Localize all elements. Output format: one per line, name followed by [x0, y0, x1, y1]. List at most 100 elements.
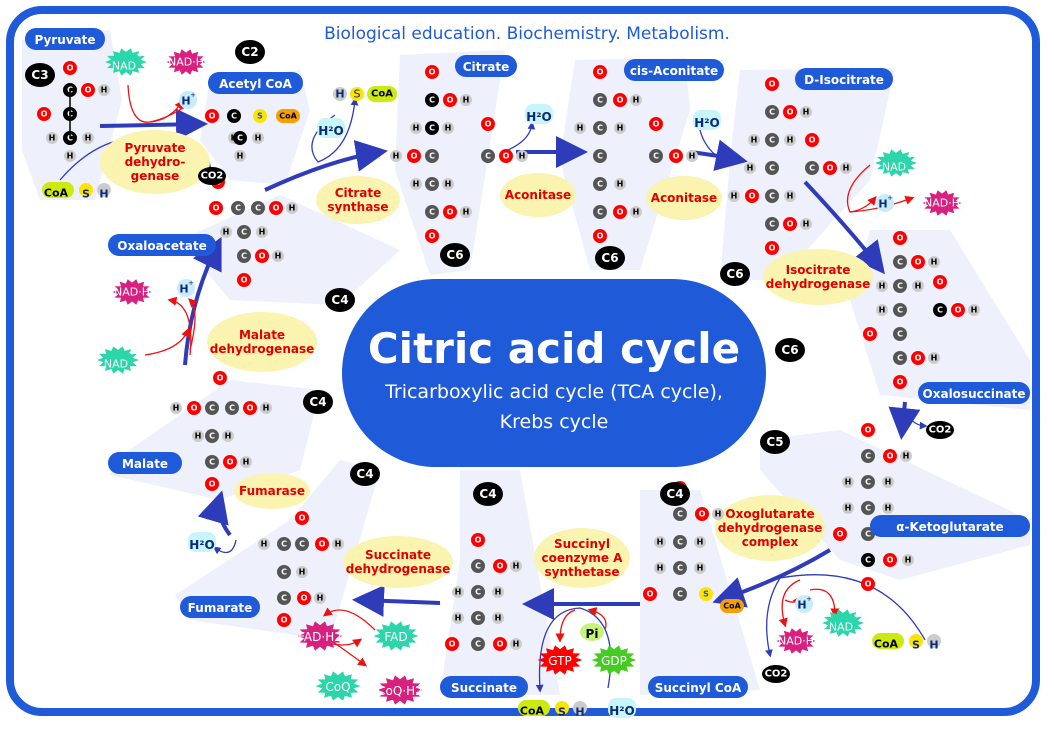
- atom-symbol: H: [731, 192, 738, 201]
- coa-label: CoA: [371, 89, 393, 100]
- atom-c: C: [277, 565, 291, 579]
- atom-c: C: [933, 303, 947, 317]
- carbon-badge-bg: [350, 462, 380, 486]
- atom-symbol: C: [485, 152, 491, 161]
- atom-symbol: O: [653, 120, 660, 129]
- water-label: H²O: [609, 704, 635, 718]
- atom-o: O: [863, 327, 877, 341]
- compound-panel: [200, 70, 310, 185]
- atom-c: C: [893, 279, 907, 293]
- gdp-label: GDP: [601, 654, 627, 668]
- atom-c: C: [673, 587, 687, 601]
- starburst: [537, 645, 583, 675]
- atom-symbol: O: [699, 510, 706, 519]
- atom-symbol: H: [463, 208, 470, 217]
- enzyme-bg: [500, 173, 576, 217]
- side-arrow: [212, 539, 237, 555]
- atom-symbol: C: [299, 540, 305, 549]
- atom-h: H: [260, 402, 272, 414]
- atom-o: O: [649, 117, 663, 131]
- atom-symbol: O: [617, 208, 624, 217]
- electron-arrow: [778, 579, 801, 628]
- atom-circle: [510, 560, 522, 572]
- atom-h: H: [654, 562, 666, 574]
- atom-circle: [900, 450, 912, 462]
- atom-h: H: [460, 206, 472, 218]
- atom-c: C: [205, 401, 219, 415]
- coa-bg: [42, 182, 74, 198]
- electron-arrow: [849, 196, 877, 213]
- atom-h: H: [882, 502, 894, 514]
- atom-o: O: [765, 77, 779, 91]
- atom-c: C: [425, 149, 439, 163]
- atom-symbol: C: [255, 204, 261, 213]
- atom-o: O: [783, 217, 797, 231]
- atom-s: S: [253, 109, 267, 123]
- atom-circle: [630, 94, 642, 106]
- nadh: NAD·H: [112, 279, 152, 305]
- atom-o: O: [669, 149, 683, 163]
- atom-circle: [425, 177, 439, 191]
- atom-symbol: O: [497, 640, 504, 649]
- atom-circle: [654, 562, 666, 574]
- atom-circle: [783, 217, 797, 231]
- atom-circle: [712, 508, 724, 520]
- sulfur-atom: [909, 634, 923, 648]
- carbon-badge-bg: [720, 262, 750, 286]
- coa-bg: [518, 700, 550, 716]
- atom-circle: [390, 150, 402, 162]
- atom-circle: [82, 132, 94, 144]
- hydrogen-atom: [333, 87, 347, 101]
- atom-circle: [614, 122, 626, 134]
- atom-symbol: C: [475, 614, 481, 623]
- carbon-count: C5: [766, 435, 783, 449]
- atom-symbol: O: [787, 220, 794, 229]
- atom-h: H: [784, 190, 796, 202]
- nadh-label: NAD·H: [924, 197, 960, 210]
- side-arrow: [904, 407, 928, 430]
- molecules: OCOHOCHCHHOCSHCHHCoAOCOHHCHOHOCCOHHCHCOH…: [37, 61, 980, 651]
- coa-label: CoA: [44, 187, 69, 200]
- nad-plus: NAD+: [822, 609, 864, 637]
- electron-arrow: [127, 84, 184, 123]
- atom-circle: [452, 612, 464, 624]
- atom-circle: [227, 109, 241, 123]
- co2-bg: [926, 421, 954, 439]
- coqh2: CoQ·H2: [377, 675, 423, 705]
- atom-symbol: H: [845, 504, 852, 513]
- h-plus-bg: [177, 279, 195, 297]
- atom-c: C: [481, 149, 495, 163]
- atom-symbol: O: [191, 404, 198, 413]
- compound-label-bg: [918, 382, 1030, 404]
- atom-c: C: [295, 537, 309, 551]
- atom-symbol: H: [195, 432, 202, 441]
- starburst: [315, 671, 361, 701]
- carbon-badge-bg: [235, 40, 265, 64]
- atom-circle: [902, 554, 914, 566]
- enzyme-name: complex: [742, 535, 799, 549]
- compound-name: Pyruvate: [34, 33, 95, 47]
- atom-symbol: H: [787, 192, 794, 201]
- atom-h: H: [876, 280, 888, 292]
- atom-symbol: H: [225, 432, 232, 441]
- atom-circle: [205, 455, 219, 469]
- atom-h: H: [630, 206, 642, 218]
- carbon-count-badge: C3: [25, 63, 55, 87]
- carbon-badge-bg: [660, 482, 690, 506]
- atom-c: C: [593, 149, 607, 163]
- atom-circle: [277, 613, 291, 627]
- nad-plus: NAD+: [97, 346, 139, 374]
- atom-c: C: [471, 637, 485, 651]
- atom-circle: [765, 133, 779, 147]
- phosphate-label: Pi: [586, 627, 599, 641]
- atom-circle: [933, 303, 947, 317]
- atom-symbol: H: [931, 258, 938, 267]
- nadh-label: NAD·H: [114, 286, 150, 299]
- atom-symbol: O: [241, 276, 248, 285]
- water-bg: [608, 698, 636, 718]
- atom-h: H: [694, 536, 706, 548]
- atom-circle: [649, 117, 663, 131]
- enzyme-name: Aconitase: [505, 188, 571, 202]
- h-plus: H+: [179, 91, 197, 109]
